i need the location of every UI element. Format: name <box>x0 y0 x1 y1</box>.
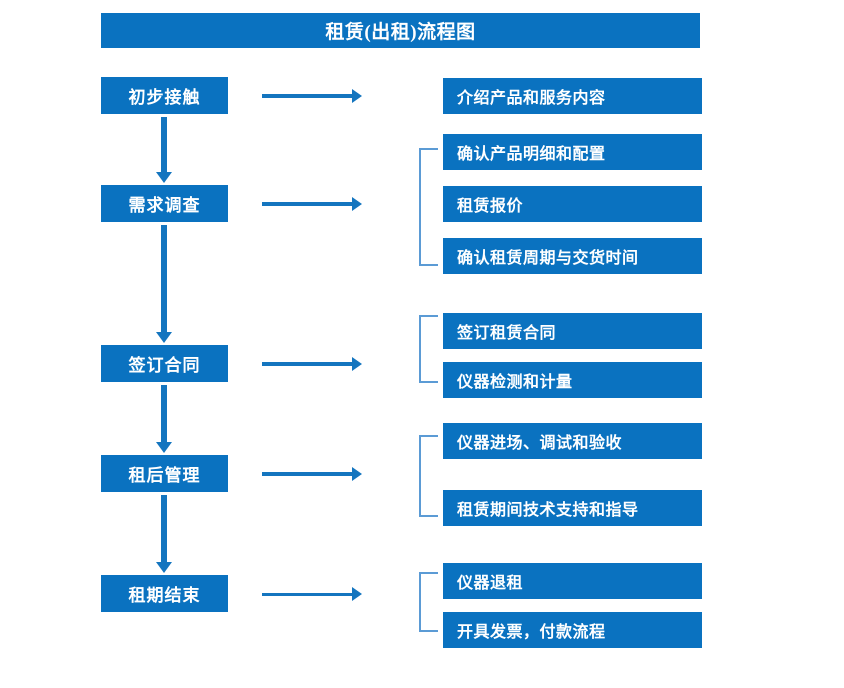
detail-box-g4-i1[interactable]: 仪器进场、调试和验收 <box>443 423 702 459</box>
arrow-shaft <box>161 117 167 172</box>
arrow-shaft <box>262 362 352 366</box>
arrow-shaft <box>161 385 167 442</box>
detail-box-g3-i2[interactable]: 仪器检测和计量 <box>443 362 702 398</box>
detail-box-g2-i1[interactable]: 确认产品明细和配置 <box>443 134 702 170</box>
detail-box-g1-i1[interactable]: 介绍产品和服务内容 <box>443 78 702 114</box>
down-arrow-stage3-to-stage4 <box>156 385 172 453</box>
arrow-head <box>156 562 172 573</box>
stage-box-1[interactable]: 初步接触 <box>101 77 228 114</box>
group-bracket-3 <box>419 315 438 383</box>
right-arrow-stage3 <box>262 356 362 372</box>
detail-box-g5-i2[interactable]: 开具发票，付款流程 <box>443 612 702 648</box>
arrow-head <box>352 587 362 601</box>
down-arrow-stage2-to-stage3 <box>156 225 172 343</box>
detail-box-g2-i3[interactable]: 确认租赁周期与交货时间 <box>443 238 702 274</box>
right-arrow-stage2 <box>262 196 362 212</box>
arrow-shaft <box>161 225 167 332</box>
arrow-head <box>352 89 362 103</box>
detail-box-g2-i2[interactable]: 租赁报价 <box>443 186 702 222</box>
arrow-head <box>156 172 172 183</box>
group-bracket-5 <box>419 572 438 632</box>
stage-box-4[interactable]: 租后管理 <box>101 455 228 492</box>
right-arrow-stage5 <box>262 586 362 602</box>
detail-box-g5-i1[interactable]: 仪器退租 <box>443 563 702 599</box>
diagram-title: 租赁(出租)流程图 <box>101 13 700 48</box>
detail-box-g3-i1[interactable]: 签订租赁合同 <box>443 313 702 349</box>
arrow-shaft <box>262 202 352 206</box>
arrow-shaft <box>262 472 352 476</box>
right-arrow-stage1 <box>262 88 362 104</box>
stage-box-2[interactable]: 需求调查 <box>101 185 228 222</box>
arrow-shaft <box>161 495 167 562</box>
arrow-shaft <box>262 593 352 596</box>
arrow-head <box>352 357 362 371</box>
arrow-head <box>352 197 362 211</box>
arrow-head <box>156 442 172 453</box>
group-bracket-4 <box>419 435 438 517</box>
arrow-shaft <box>262 94 352 98</box>
detail-box-g4-i2[interactable]: 租赁期间技术支持和指导 <box>443 490 702 526</box>
down-arrow-stage1-to-stage2 <box>156 117 172 183</box>
down-arrow-stage4-to-stage5 <box>156 495 172 573</box>
arrow-head <box>156 332 172 343</box>
group-bracket-2 <box>419 148 438 266</box>
stage-box-5[interactable]: 租期结束 <box>101 575 228 612</box>
stage-box-3[interactable]: 签订合同 <box>101 345 228 382</box>
right-arrow-stage4 <box>262 466 362 482</box>
arrow-head <box>352 467 362 481</box>
